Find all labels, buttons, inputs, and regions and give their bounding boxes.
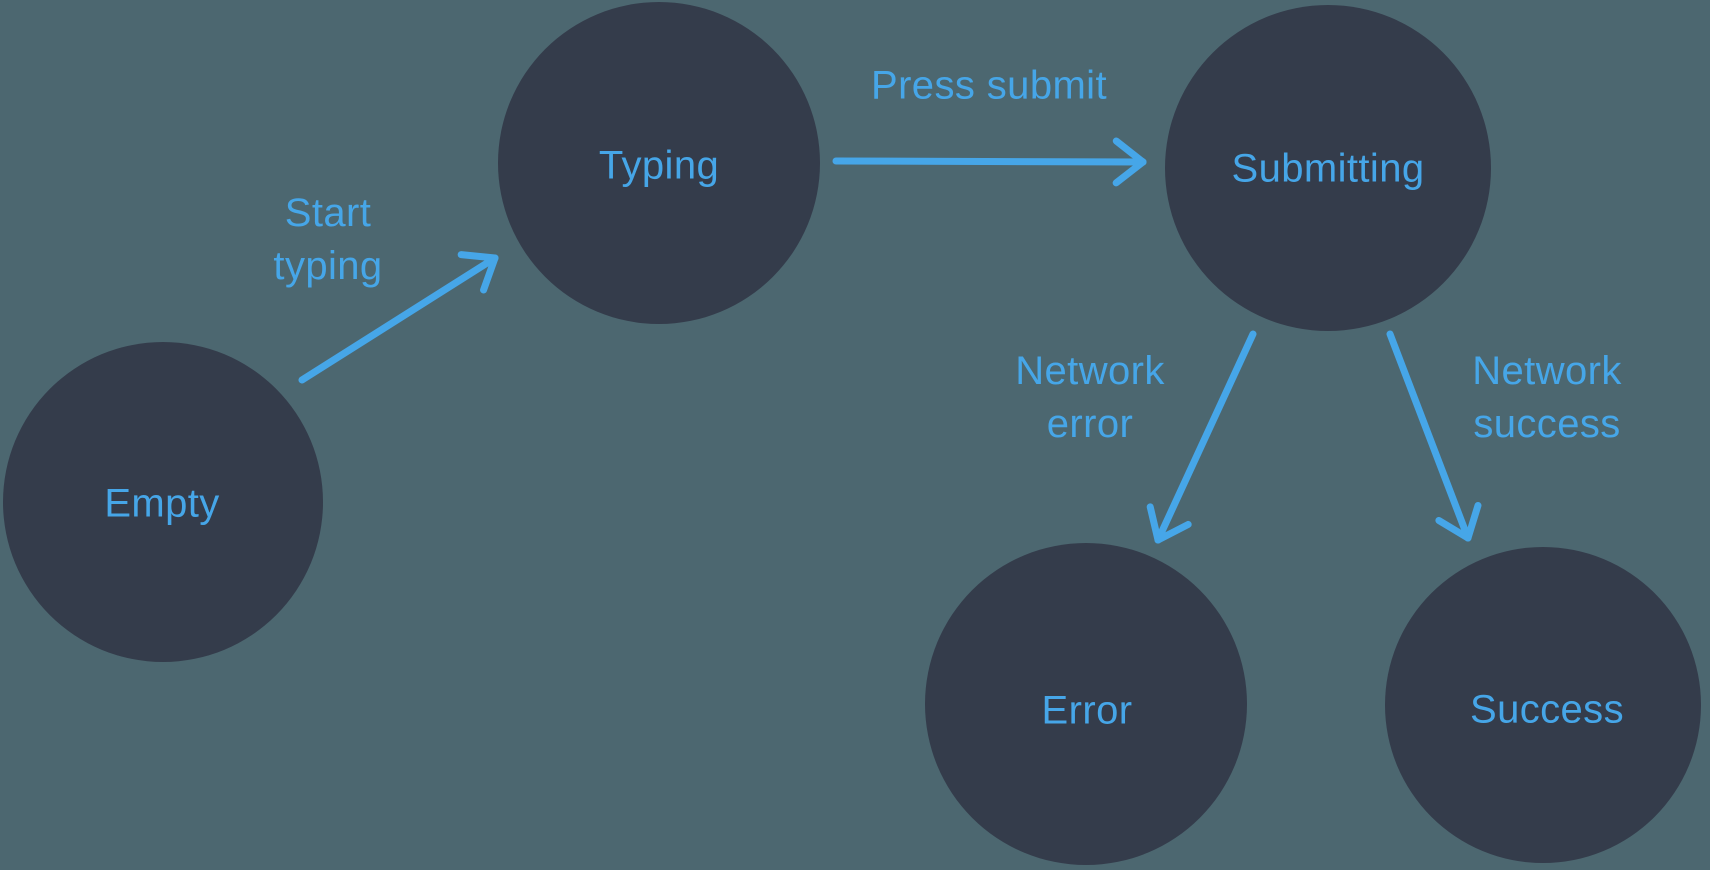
edge-start-typing bbox=[298, 254, 499, 384]
state-node-success bbox=[1385, 547, 1701, 863]
state-node-submitting bbox=[1165, 5, 1491, 331]
edge-network-error bbox=[1154, 330, 1257, 544]
arrowhead-start-typing-barb1 bbox=[457, 251, 499, 262]
edge-network-success bbox=[1386, 330, 1472, 542]
arrowhead-press-submit-barb2 bbox=[1112, 158, 1147, 187]
state-node-typing bbox=[498, 2, 820, 324]
edge-press-submit bbox=[832, 157, 1147, 166]
arrowhead-press-submit-barb1 bbox=[1112, 137, 1147, 166]
arrowhead-network-error-barb1 bbox=[1154, 520, 1192, 544]
arrowhead-start-typing-barb2 bbox=[480, 254, 499, 294]
arrowhead-network-error-barb2 bbox=[1146, 503, 1162, 544]
state-node-empty bbox=[3, 342, 323, 662]
arrowhead-network-success-barb1 bbox=[1464, 501, 1482, 542]
state-node-error bbox=[925, 543, 1247, 865]
arrowhead-network-success-barb2 bbox=[1435, 516, 1472, 542]
